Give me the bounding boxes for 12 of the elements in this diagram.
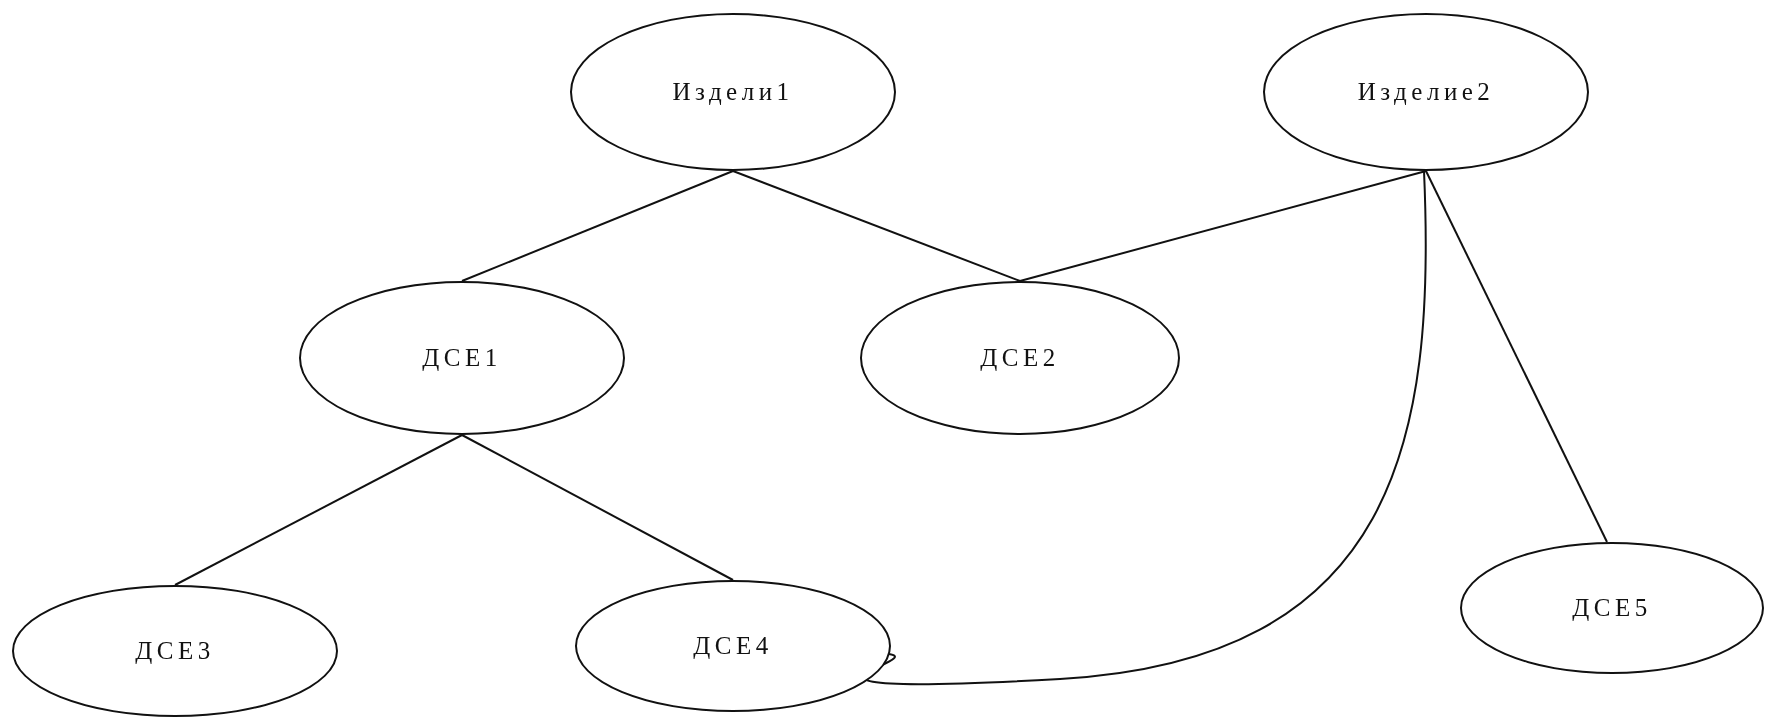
node-label: Изделие2	[1357, 78, 1495, 106]
connector-line	[1425, 170, 1608, 543]
node-label: Издели1	[672, 78, 794, 106]
connector-line	[732, 170, 1021, 282]
connector-line	[461, 170, 734, 282]
node-label: ДСЕ3	[135, 637, 215, 665]
connector-line	[461, 434, 734, 581]
connector-line	[174, 434, 463, 586]
node-label: ДСЕ1	[422, 344, 502, 372]
node-label: ДСЕ2	[980, 344, 1060, 372]
node-label: ДСЕ4	[693, 632, 773, 660]
node-label: ДСЕ5	[1572, 594, 1652, 622]
